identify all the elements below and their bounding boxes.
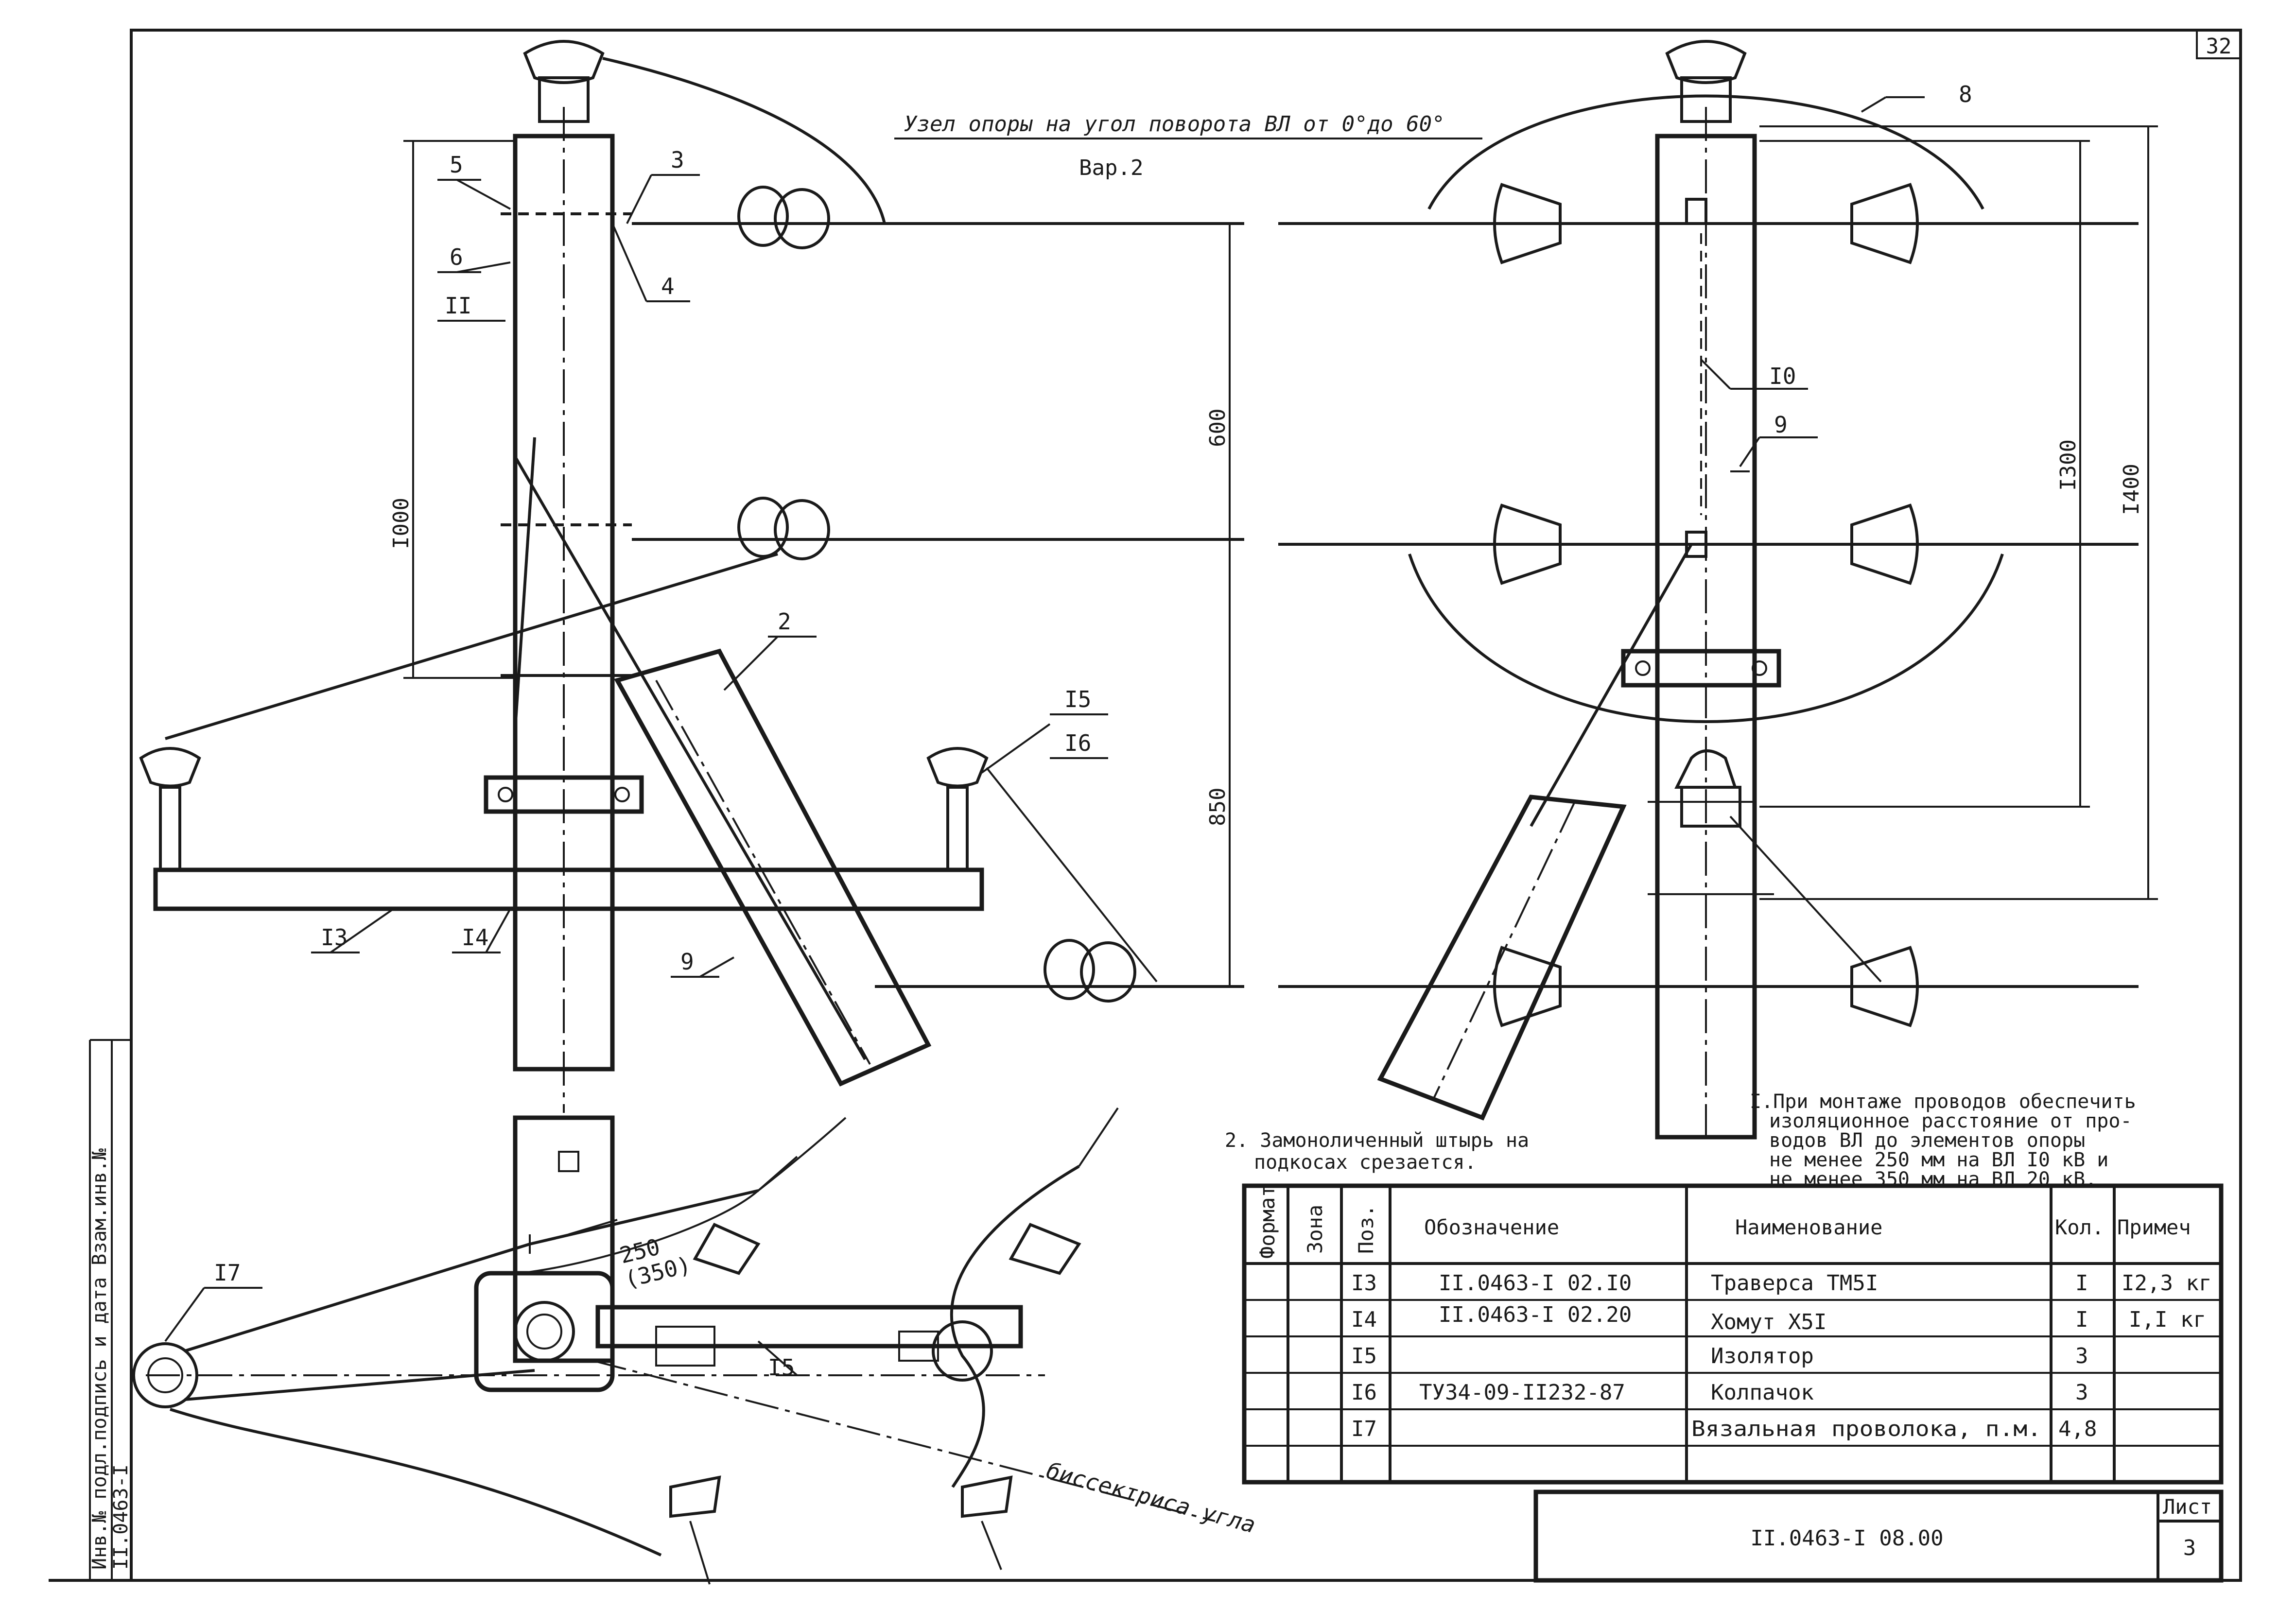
note-1: I.При монтаже проводов обеспечить изоляц… (1750, 1091, 2136, 1191)
row-4-name: Колпачок (1711, 1380, 1814, 1405)
title-block (1533, 1489, 2224, 1583)
row-3-qty: 3 (2075, 1344, 2088, 1368)
note-1-line-2: изоляционное расстояние от про- (1769, 1110, 2132, 1132)
dimension-600: 600 (1205, 409, 1230, 447)
callout-5: 5 (450, 152, 463, 178)
callout-10: I0 (1769, 363, 1796, 389)
left-elevation-view (139, 40, 1244, 1363)
callout-8: 8 (1959, 81, 1972, 107)
callout-9-right: 9 (1774, 412, 1788, 438)
left-callouts (311, 174, 1108, 978)
callout-13: I3 (321, 924, 348, 951)
dimension-1300: I300 (2056, 439, 2081, 491)
sheet-label: Лист (2163, 1495, 2212, 1519)
plan-view (132, 1107, 1216, 1585)
row-4-pos: I6 (1351, 1380, 1377, 1405)
dimension-1000: I000 (389, 498, 414, 549)
row-3-pos: I5 (1351, 1344, 1377, 1368)
side-stamp-signatures: Инв.№ подл.подпись и дата Взам.инв.№ (88, 1148, 111, 1570)
table-header-note: Примеч (2117, 1215, 2191, 1239)
row-2-note: I,I кг (2129, 1307, 2206, 1332)
callout-15-plan: I5 (768, 1354, 795, 1381)
row-2-designation: II.0463-I 02.20 (1439, 1302, 1632, 1327)
row-5-qty: 4,8 (2058, 1417, 2097, 1441)
table-row: I6 ТУ34-09-II232-87 Колпачок 3 (1351, 1380, 2088, 1405)
row-1-name: Траверса ТМ5I (1711, 1271, 1878, 1296)
row-1-qty: I (2075, 1271, 2088, 1296)
sheet-number: 32 (2206, 34, 2232, 59)
callout-15: I5 (1064, 686, 1091, 712)
table-header-pos: Поз. (1354, 1205, 1378, 1254)
row-2-qty: I (2075, 1307, 2088, 1332)
note-1-line-3: водов ВЛ до элементов опоры (1769, 1129, 2085, 1152)
note-2: 2. Замоноличенный штырь на подкосах срез… (1225, 1129, 1529, 1174)
drawing-variant: Вар.2 (1079, 156, 1143, 180)
sheet-value: 3 (2183, 1536, 2196, 1560)
callout-14: I4 (462, 924, 488, 951)
row-2-name: Хомут Х5I (1711, 1310, 1826, 1334)
table-header-name: Наименование (1735, 1215, 1882, 1239)
note-2-line-2: подкосах срезается. (1254, 1151, 1477, 1174)
callout-3: 3 (671, 147, 684, 173)
callout-6: 6 (450, 244, 463, 270)
table-header-format: Формат (1255, 1185, 1279, 1259)
sheet-frame: 32 (49, 29, 2242, 1582)
table-row: I3 II.0463-I 02.I0 Траверса ТМ5I I I2,3 … (1351, 1271, 2211, 1296)
dimension-850: 850 (1205, 788, 1230, 826)
table-row: I7 Вязальная проволока, п.м. 4,8 (1351, 1417, 2097, 1441)
callout-11: II (445, 293, 471, 319)
side-stamp-code: II.0463-I (110, 1464, 132, 1570)
right-callouts (1700, 96, 1925, 467)
row-1-designation: II.0463-I 02.I0 (1439, 1271, 1632, 1296)
callout-17: I7 (214, 1260, 241, 1286)
table-row: I5 Изолятор 3 (1351, 1344, 2088, 1368)
right-elevation-view (1278, 40, 2158, 1140)
callout-9-left: 9 (680, 949, 694, 975)
row-1-pos: I3 (1351, 1271, 1377, 1296)
table-header-designation: Обозначение (1424, 1215, 1559, 1239)
callout-4: 4 (661, 273, 675, 299)
table-header-zone: Зона (1303, 1205, 1327, 1254)
document-code: II.0463-I 08.00 (1750, 1526, 1943, 1551)
row-5-name: Вязальная проволока, п.м. (1691, 1417, 2041, 1441)
row-4-qty: 3 (2075, 1380, 2088, 1405)
side-stamp: Инв.№ подл.подпись и дата Взам.инв.№ II.… (88, 1039, 132, 1580)
row-5-pos: I7 (1351, 1417, 1377, 1441)
dimension-1400: I400 (2119, 464, 2144, 515)
note-1-line-4: не менее 250 мм на ВЛ I0 кВ и (1769, 1149, 2108, 1171)
bisector-label: биссектриса угла (1044, 1457, 1258, 1538)
callout-2: 2 (778, 608, 791, 635)
drawing-title: Узел опоры на угол поворота ВЛ от 0°до 6… (904, 112, 1445, 137)
row-2-pos: I4 (1351, 1307, 1377, 1332)
specification-table (1242, 1183, 2224, 1485)
row-3-name: Изолятор (1711, 1344, 1814, 1368)
callout-16: I6 (1064, 730, 1091, 756)
table-header-qty: Кол. (2055, 1215, 2104, 1239)
note-1-line-1: I.При монтаже проводов обеспечить (1750, 1091, 2136, 1113)
row-1-note: I2,3 кг (2122, 1271, 2211, 1296)
table-row: I4 II.0463-I 02.20 Хомут Х5I I I,I кг (1351, 1302, 2206, 1334)
note-2-line-1: 2. Замоноличенный штырь на (1225, 1129, 1529, 1152)
row-4-designation: ТУ34-09-II232-87 (1419, 1380, 1625, 1405)
